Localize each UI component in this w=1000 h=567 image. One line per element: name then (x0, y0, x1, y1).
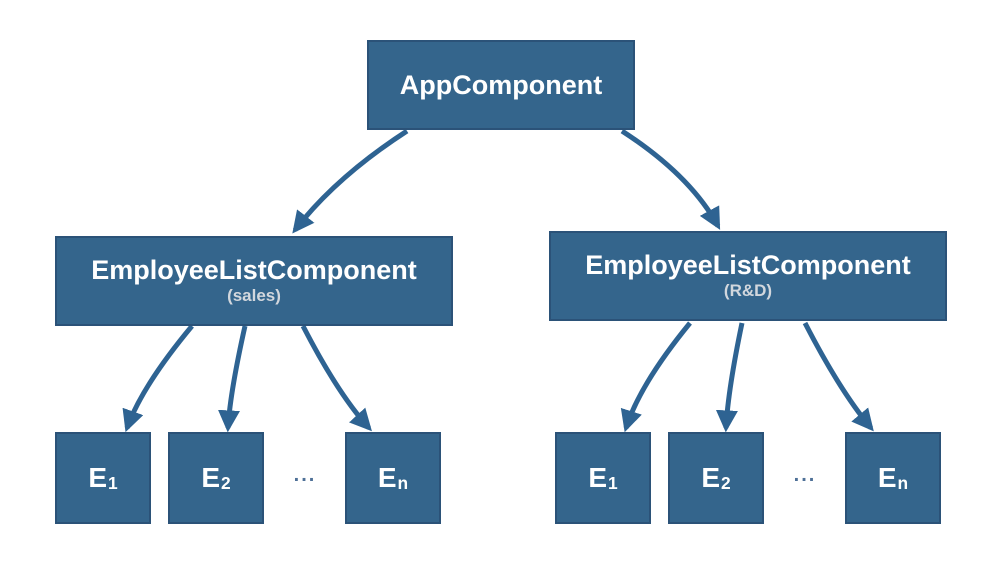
node-title: E1 (88, 462, 118, 494)
employee-node-en-rnd: En (845, 432, 941, 524)
employee-node-e2-sales: E2 (168, 432, 264, 524)
employee-node-e2-rnd: E2 (668, 432, 764, 524)
ellipsis-rnd: ... (793, 464, 817, 486)
node-subtitle: (sales) (227, 286, 281, 305)
node-subtitle: (R&D) (723, 281, 773, 300)
arrow-root-to-rnd-list (620, 128, 721, 230)
arrow-root-to-sales-list (292, 128, 409, 234)
arrow-rnd-to-en (802, 321, 874, 432)
arrow-sales-to-en (300, 324, 372, 432)
employee-list-sales-node: EmployeeListComponent (sales) (55, 236, 453, 326)
arrow-sales-to-e1 (122, 324, 194, 433)
app-component-node: AppComponent (367, 40, 635, 130)
arrow-rnd-to-e2 (715, 322, 745, 433)
arrow-rnd-to-e1 (620, 321, 692, 433)
node-title: AppComponent (399, 69, 603, 100)
employee-list-rnd-node: EmployeeListComponent (R&D) (549, 231, 947, 321)
node-title: E1 (588, 462, 618, 494)
node-title: EmployeeListComponent (91, 255, 417, 286)
node-title: En (877, 462, 909, 494)
employee-node-e1-sales: E1 (55, 432, 151, 524)
node-title: EmployeeListComponent (585, 250, 911, 281)
node-title: En (377, 462, 409, 494)
employee-node-e1-rnd: E1 (555, 432, 651, 524)
employee-node-en-sales: En (345, 432, 441, 524)
ellipsis-sales: ... (293, 464, 317, 486)
node-title: E2 (701, 462, 731, 494)
arrow-sales-to-e2 (218, 325, 248, 433)
node-title: E2 (201, 462, 231, 494)
